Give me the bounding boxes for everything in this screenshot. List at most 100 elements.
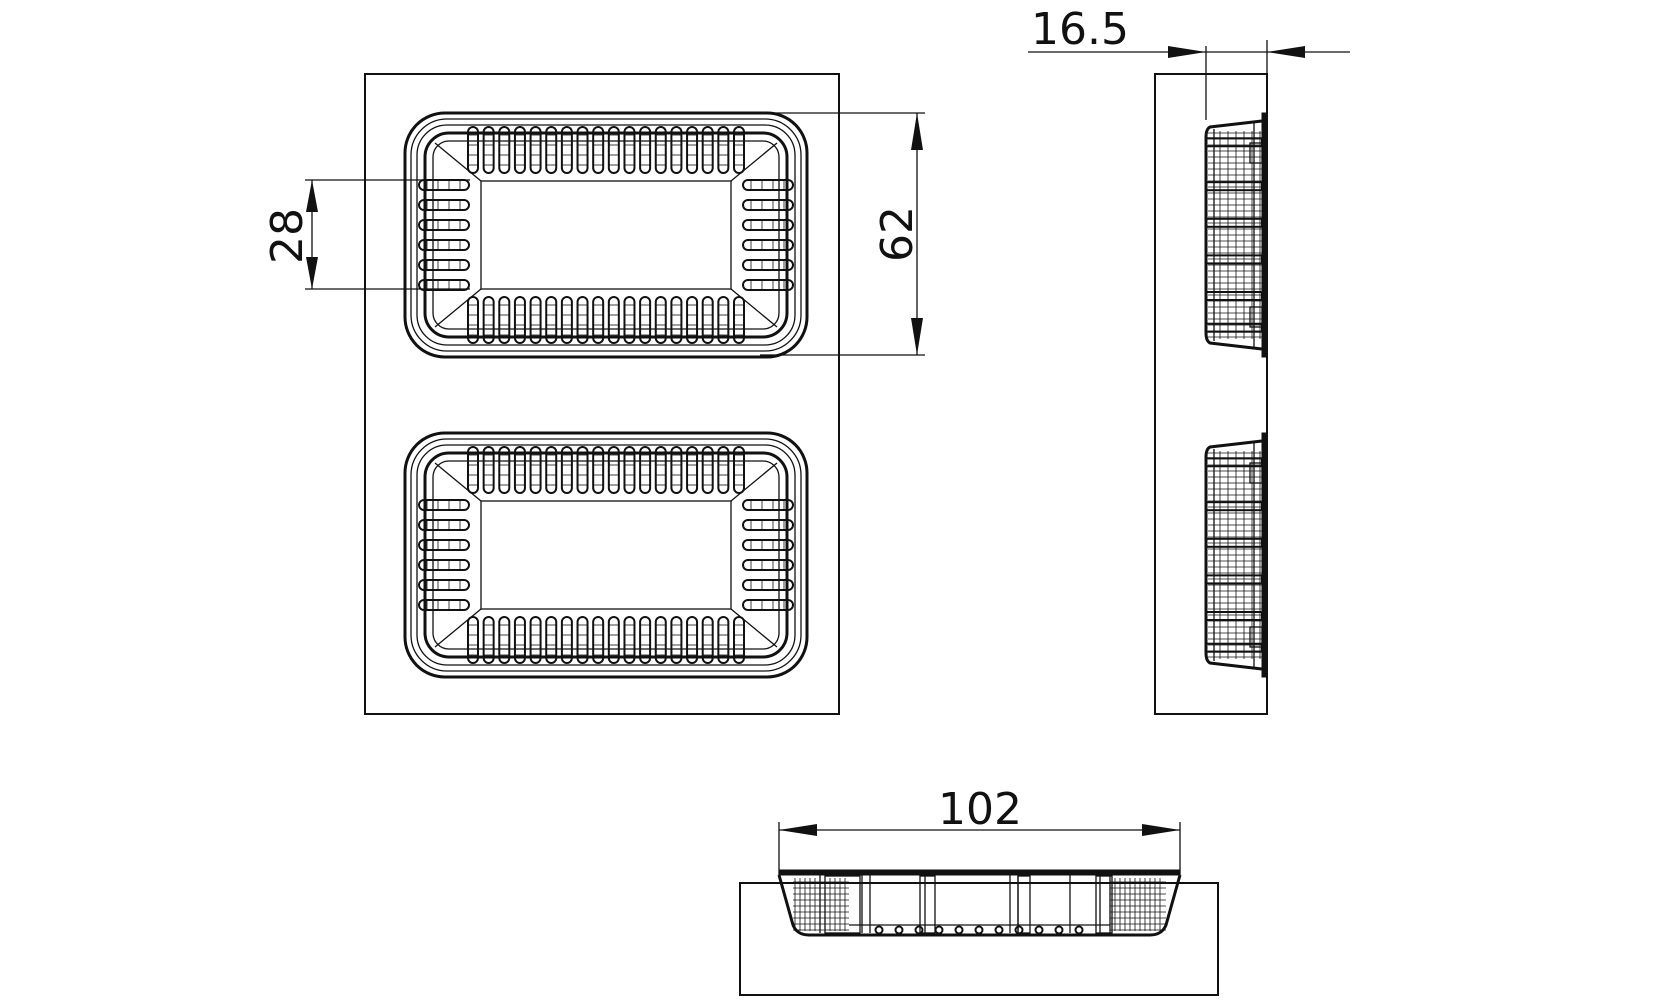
tray-corner-line xyxy=(434,608,482,648)
front-view xyxy=(364,73,840,715)
tray-slot xyxy=(742,519,794,531)
bottom-flange xyxy=(778,869,1181,876)
bottom-bump xyxy=(914,925,924,935)
tray-slot xyxy=(498,446,511,494)
tray-slot xyxy=(639,446,652,494)
side-rib xyxy=(1205,611,1263,621)
tray-slot xyxy=(529,616,542,664)
tray-rim-line xyxy=(416,444,796,666)
bottom-rib-box xyxy=(919,875,936,934)
tray-slot xyxy=(498,296,511,344)
tray-slot xyxy=(418,499,470,511)
tray-slot xyxy=(529,446,542,494)
tray-slot xyxy=(418,519,470,531)
tray-slot xyxy=(545,616,558,664)
tray-slot xyxy=(576,616,589,664)
tray-slot xyxy=(592,616,605,664)
tray-slot xyxy=(418,239,470,251)
side-flange xyxy=(1261,432,1268,678)
tray-outer-rim xyxy=(403,431,809,679)
tray-slot xyxy=(418,579,470,591)
bottom-tray-profile xyxy=(777,869,1182,937)
tray-slot xyxy=(513,446,526,494)
tray-slot xyxy=(560,296,573,344)
tray-slot xyxy=(670,126,683,174)
tray-slot xyxy=(482,616,495,664)
tray-slot xyxy=(742,179,794,191)
side-rib xyxy=(1205,457,1263,468)
tray-slot xyxy=(654,296,667,344)
tray-slot xyxy=(418,259,470,271)
tray-rim-line xyxy=(410,438,802,672)
side-clip xyxy=(1249,462,1263,484)
tray-slot xyxy=(513,616,526,664)
tray-slot xyxy=(545,296,558,344)
bottom-bump xyxy=(974,925,984,935)
dimension-28-label: 28 xyxy=(262,208,313,264)
tray-corner-line xyxy=(434,288,482,328)
tray-slot xyxy=(742,199,794,211)
tray-slot xyxy=(576,126,589,174)
tray-slot xyxy=(717,616,730,664)
dimension-16-5-label: 16.5 xyxy=(1031,4,1129,55)
bottom-bump xyxy=(994,925,1004,935)
bottom-view xyxy=(739,869,1219,996)
dimension-inner-opening: 28 xyxy=(262,179,470,290)
tray-slot xyxy=(742,219,794,231)
tray-slot xyxy=(733,296,745,344)
tray-slot xyxy=(670,296,683,344)
tray-top xyxy=(403,111,809,359)
tray-slot xyxy=(701,126,714,174)
tray-slot xyxy=(418,199,470,211)
side-clip xyxy=(1249,142,1263,164)
tray-slot xyxy=(742,239,794,251)
tray-slot xyxy=(742,499,794,511)
tray-slot xyxy=(639,616,652,664)
tray-outer-rim xyxy=(403,111,809,359)
side-body xyxy=(1204,119,1263,351)
bottom-bump xyxy=(894,925,904,935)
tray-slot xyxy=(592,446,605,494)
tray-rim-line xyxy=(416,124,796,346)
tray-slot xyxy=(733,126,745,174)
bottom-rib-box xyxy=(1017,875,1031,934)
tray-slot xyxy=(529,296,542,344)
tray-inner-line xyxy=(432,140,780,330)
tray-slot xyxy=(607,446,620,494)
bottom-rib-box xyxy=(824,875,861,934)
tray-slot xyxy=(742,559,794,571)
tray-slot xyxy=(513,296,526,344)
side-rib xyxy=(1205,254,1263,265)
bottom-bump xyxy=(934,925,944,935)
tray-slot xyxy=(592,126,605,174)
tray-slot xyxy=(686,616,699,664)
side-rib xyxy=(1205,322,1263,333)
tray-slot xyxy=(529,126,542,174)
dimension-depth: 16.5 xyxy=(1028,4,1350,120)
tray-slot xyxy=(742,279,794,291)
tray-slot xyxy=(717,126,730,174)
side-rib xyxy=(1205,574,1263,585)
tray-slot xyxy=(686,296,699,344)
tray-rim-line xyxy=(410,118,802,352)
tray-slot xyxy=(467,296,479,344)
tray-slot xyxy=(639,296,652,344)
tray-slot xyxy=(498,616,511,664)
tray-inner-line xyxy=(432,460,780,650)
tray-corner-line xyxy=(434,142,482,182)
dimension-width: 102 xyxy=(778,784,1181,878)
tray-slot xyxy=(560,616,573,664)
side-rib xyxy=(1205,181,1263,192)
tray-slot xyxy=(717,296,730,344)
bottom-bump xyxy=(1034,925,1044,935)
tray-slot xyxy=(701,296,714,344)
tray-corner-line xyxy=(730,142,778,182)
tray-slot xyxy=(623,446,636,494)
tray-slot xyxy=(623,616,636,664)
tray-slot xyxy=(701,616,714,664)
tray-slot xyxy=(545,446,558,494)
tray-slot xyxy=(545,126,558,174)
tray-corner-line xyxy=(730,608,778,648)
tray-slot xyxy=(592,296,605,344)
